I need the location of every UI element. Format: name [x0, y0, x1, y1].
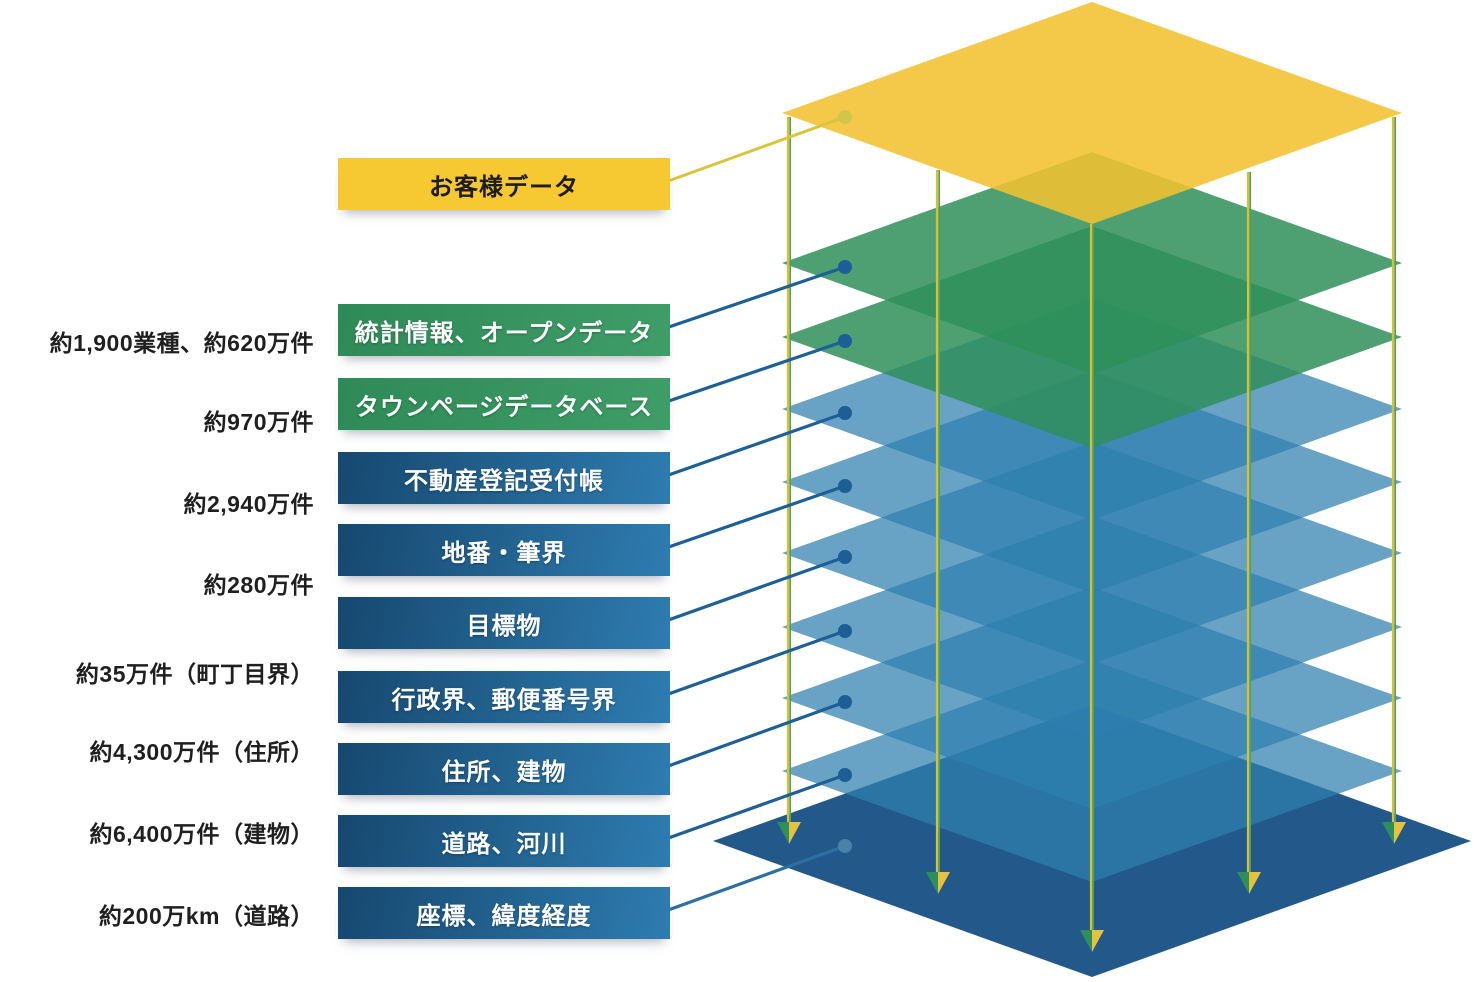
data-box-5: 地番・筆界	[338, 524, 670, 576]
drop-arrowhead-right-5	[1394, 822, 1406, 844]
count-label-1: 約1,900業種、約620万件	[49, 330, 314, 356]
drop-arrowhead-right-2	[938, 872, 950, 894]
data-box-2: 統計情報、オープンデータ	[338, 304, 670, 356]
data-box-1: お客様データ	[338, 158, 670, 210]
layer-dot-1	[838, 110, 852, 124]
data-box-7: 行政界、郵便番号界	[338, 671, 670, 723]
data-box-4: 不動産登記受付帳	[338, 452, 670, 504]
layer-dot-6	[838, 550, 852, 564]
connector-line-9	[659, 773, 846, 843]
count-label-3: 約2,940万件	[183, 491, 314, 517]
count-label-7: 約6,400万件（建物）	[89, 821, 314, 847]
connector-line-4	[659, 411, 846, 480]
count-label-2: 約970万件	[203, 409, 314, 435]
isometric-layer-1	[782, 2, 1402, 224]
layer-dot-5	[838, 479, 852, 493]
drop-arrowhead-left-2	[926, 872, 938, 894]
connector-line-8	[659, 700, 846, 771]
connector-line-7	[659, 629, 846, 699]
layer-dot-10	[838, 839, 852, 853]
count-label-5: 約35万件（町丁目界）	[75, 661, 314, 687]
data-box-10: 座標、緯度経度	[338, 887, 670, 939]
connector-line-5	[659, 484, 846, 552]
layer-dot-7	[838, 624, 852, 638]
count-label-8: 約200万km（道路）	[98, 903, 314, 929]
data-box-8: 住所、建物	[338, 743, 670, 795]
drop-arrowhead-right-3	[1092, 930, 1104, 952]
data-box-3: タウンページデータベース	[338, 378, 670, 430]
drop-arrowhead-left-3	[1080, 930, 1092, 952]
connector-line-1	[659, 115, 846, 186]
drop-arrowhead-left-5	[1382, 822, 1394, 844]
layer-dot-8	[838, 695, 852, 709]
layer-dot-3	[838, 334, 852, 348]
data-box-9: 道路、河川	[338, 815, 670, 867]
connector-line-3	[659, 339, 846, 406]
drop-arrowhead-right-1	[789, 822, 801, 844]
count-label-6: 約4,300万件（住所）	[89, 739, 314, 765]
connector-line-2	[659, 265, 846, 332]
drop-arrowhead-right-4	[1249, 872, 1261, 894]
data-box-6: 目標物	[338, 597, 670, 649]
drop-arrowhead-left-1	[777, 822, 789, 844]
connector-line-10	[659, 844, 846, 915]
connector-line-6	[659, 555, 846, 625]
count-label-4: 約280万件	[203, 572, 314, 598]
layer-dot-9	[838, 768, 852, 782]
drop-arrowhead-left-4	[1237, 872, 1249, 894]
layer-dot-2	[838, 260, 852, 274]
layer-dot-4	[838, 406, 852, 420]
